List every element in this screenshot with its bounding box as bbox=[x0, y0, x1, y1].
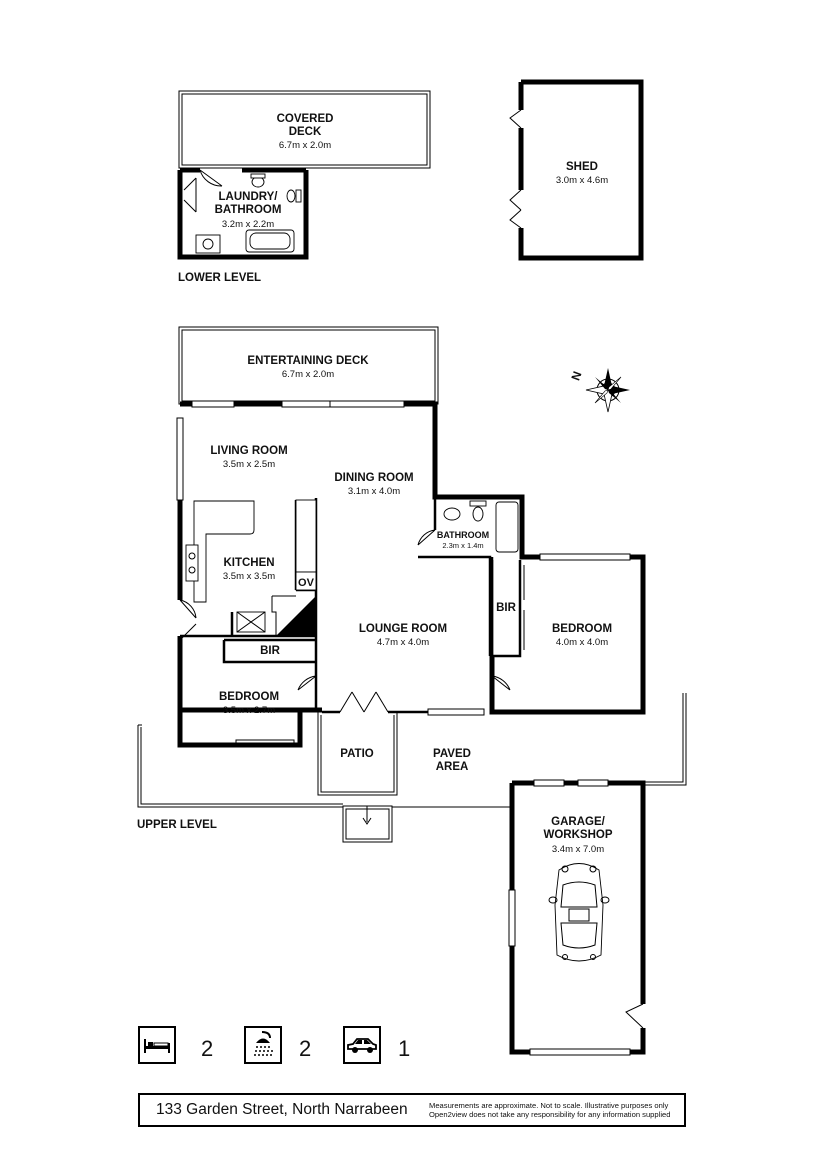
car-space-count: 1 bbox=[398, 1036, 411, 1061]
kitchen-bottom-wall bbox=[180, 612, 316, 638]
bathroom-dims: 2.3m x 1.4m bbox=[442, 541, 483, 550]
stair bbox=[276, 596, 316, 636]
shower-tub bbox=[495, 501, 519, 553]
bed-icon bbox=[138, 1026, 176, 1064]
covered-deck-inner bbox=[181, 93, 428, 166]
lounge-hall-door bbox=[297, 675, 317, 691]
compass-north-label: N bbox=[568, 369, 584, 382]
shed-walls bbox=[518, 79, 644, 261]
laundry-toilet bbox=[286, 189, 296, 203]
dining-room-dims: 3.1m x 4.0m bbox=[348, 486, 400, 497]
dining-room-name: DINING ROOM bbox=[334, 472, 413, 484]
address-footer: 133 Garden Street, North Narrabeen Measu… bbox=[138, 1093, 686, 1127]
lounge-bed-door bbox=[491, 675, 511, 691]
paved-area-outline bbox=[137, 693, 687, 808]
lounge-room-dims: 4.7m x 4.0m bbox=[377, 637, 429, 648]
laundry-basin-top bbox=[250, 173, 266, 179]
bir-main-label: BIR bbox=[496, 602, 517, 614]
garage-side-door bbox=[625, 1003, 644, 1029]
label-line: BATHROOM bbox=[215, 204, 282, 216]
lower-level-label: LOWER LEVEL bbox=[178, 272, 261, 284]
shower-icon bbox=[244, 1026, 282, 1064]
patio-name: PATIO bbox=[340, 748, 373, 760]
laundry-walls bbox=[177, 167, 309, 260]
patio-outline bbox=[317, 712, 398, 796]
bir-main-walls bbox=[490, 560, 522, 658]
bedroom-main-name: BEDROOM bbox=[552, 623, 612, 635]
compass-icon: N bbox=[568, 368, 630, 413]
kitchen-bench bbox=[193, 500, 255, 603]
bathroom-basin bbox=[443, 507, 461, 521]
window bbox=[508, 889, 516, 947]
shed-doors bbox=[509, 109, 522, 229]
window bbox=[176, 417, 184, 501]
laundry-tub-basin bbox=[202, 238, 214, 250]
bedroom-count: 2 bbox=[201, 1036, 214, 1061]
entertaining-deck-dims: 6.7m x 2.0m bbox=[282, 369, 334, 380]
laundry-name: LAUNDRY/BATHROOM bbox=[215, 191, 282, 216]
oven bbox=[295, 571, 317, 591]
laundry-door bbox=[199, 169, 223, 187]
property-address: 133 Garden Street, North Narrabeen bbox=[156, 1101, 408, 1118]
label-line: DECK bbox=[289, 126, 322, 138]
bathroom-door bbox=[417, 529, 436, 546]
laundry-inner-door bbox=[183, 177, 197, 213]
entertaining-deck-name: ENTERTAINING DECK bbox=[247, 355, 369, 367]
patio-steps bbox=[342, 805, 393, 843]
patio-doors bbox=[339, 691, 389, 713]
kitchen-door bbox=[179, 599, 197, 641]
bathroom-toilet bbox=[472, 506, 484, 522]
sliding-door bbox=[539, 553, 631, 561]
disclaimer-text: Measurements are approximate. Not to sca… bbox=[429, 1101, 679, 1119]
window bbox=[191, 400, 235, 408]
shed-name: SHED bbox=[566, 161, 598, 173]
bathroom-cistern bbox=[469, 500, 487, 507]
lounge-room-name: LOUNGE ROOM bbox=[359, 623, 447, 635]
bedroom-small-name: BEDROOM bbox=[219, 691, 279, 703]
bir-main-doors bbox=[519, 565, 525, 650]
bathtub-inner bbox=[249, 232, 291, 250]
bedroom-small-dims: 3.5m x 2.7m bbox=[223, 705, 275, 716]
car-icon bbox=[343, 1026, 381, 1064]
stair-rail bbox=[271, 595, 296, 636]
bir-small-label: BIR bbox=[260, 645, 281, 657]
covered-deck-dims: 6.7m x 2.0m bbox=[279, 140, 331, 151]
laundry-basin bbox=[251, 176, 265, 188]
kitchen-sink bbox=[185, 544, 199, 582]
window bbox=[533, 779, 565, 787]
bedroom-small-outer bbox=[177, 636, 303, 748]
kitchen-dims: 3.5m x 3.5m bbox=[223, 571, 275, 582]
window bbox=[329, 400, 405, 408]
bathroom-count: 2 bbox=[299, 1036, 312, 1061]
living-room-dims: 3.5m x 2.5m bbox=[223, 459, 275, 470]
garage-name: GARAGE/WORKSHOP bbox=[544, 816, 613, 841]
living-room-name: LIVING ROOM bbox=[210, 445, 287, 457]
label-line: AREA bbox=[436, 761, 469, 773]
garage-dims: 3.4m x 7.0m bbox=[552, 844, 604, 855]
window bbox=[577, 779, 609, 787]
disclaimer-line: Measurements are approximate. Not to sca… bbox=[429, 1101, 671, 1120]
oven-label: OV bbox=[298, 577, 315, 589]
laundry-cistern bbox=[295, 189, 302, 203]
bathroom-name: BATHROOM bbox=[437, 530, 489, 540]
kitchen-name: KITCHEN bbox=[223, 557, 274, 569]
upper-level-label: UPPER LEVEL bbox=[137, 819, 217, 831]
sliding-door bbox=[281, 400, 331, 408]
shed-dims: 3.0m x 4.6m bbox=[556, 175, 608, 186]
bedroom-main-dims: 4.0m x 4.0m bbox=[556, 637, 608, 648]
garage-door bbox=[529, 1048, 631, 1056]
car-illustration bbox=[548, 863, 610, 962]
patio-step-arrow bbox=[362, 806, 372, 825]
laundry-dims: 3.2m x 2.2m bbox=[222, 219, 274, 230]
upper-level: OV bbox=[137, 326, 687, 1056]
kitchen-cupboard bbox=[295, 499, 317, 573]
label-line: WORKSHOP bbox=[544, 829, 613, 841]
window bbox=[427, 708, 485, 716]
